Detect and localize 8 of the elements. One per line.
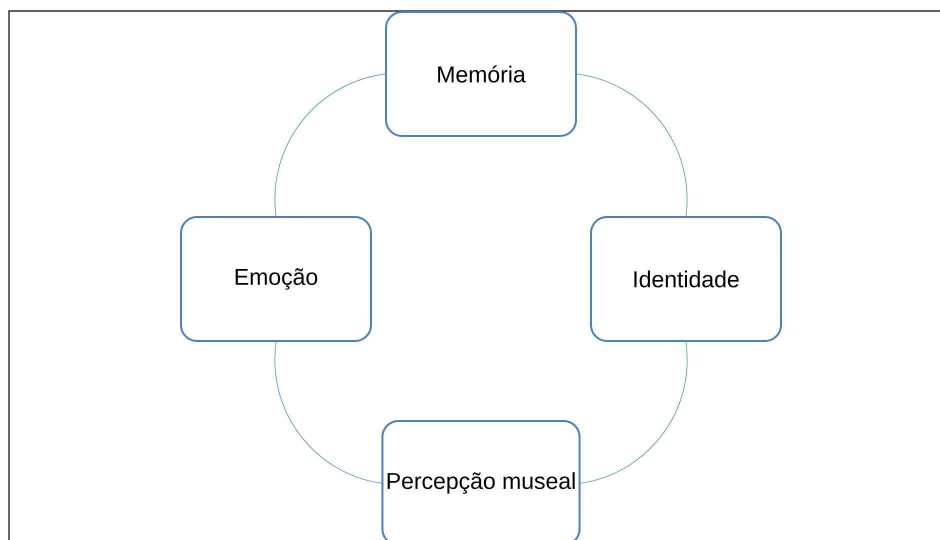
arc-connector [274,74,386,216]
rounded-box: Memória [385,11,577,137]
rounded-box: Emoção [180,216,372,342]
rounded-box: Identidade [590,216,782,342]
arc-connector [576,74,688,216]
rounded-box: Percepção museal [381,420,581,540]
arc-connector [274,342,382,484]
arc-connector [580,342,688,484]
